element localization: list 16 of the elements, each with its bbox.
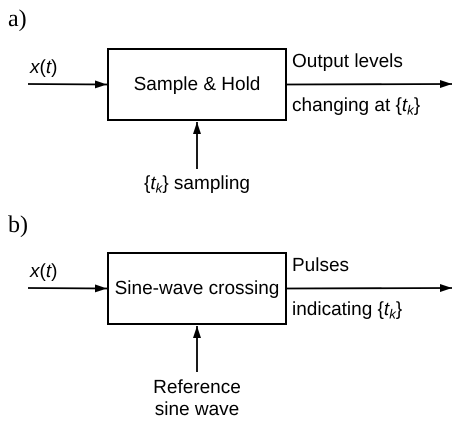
arrow [193,122,201,169]
input-label: Reference sine wave [142,373,252,425]
arrow [193,326,201,372]
process-box: Sample & Hold [107,48,287,121]
edge-label: Output levels changing at {t$_{k}$} [292,50,422,120]
arrow [287,284,452,292]
panel-label: b) [8,212,28,239]
panel-label: a) [8,6,27,33]
input-label: {t$_{k}$} sampling [132,170,262,198]
edge-label: x(t) [30,261,58,283]
process-box: Sine-wave crossing [107,252,287,325]
arrow [287,80,452,88]
edge-label: x(t) [30,57,58,79]
arrow [28,80,107,88]
arrow [28,284,107,292]
edge-label: Pulses indicating {t$_{k}$} [292,254,404,324]
